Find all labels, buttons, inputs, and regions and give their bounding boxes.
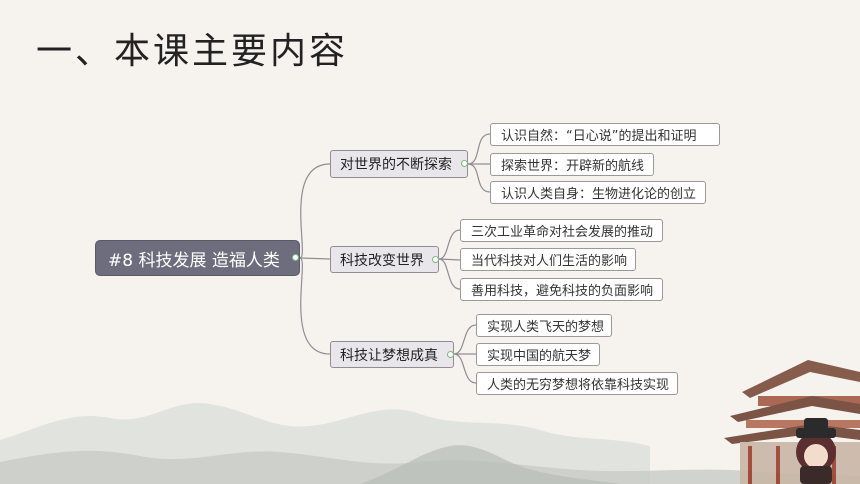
leaf-node: 认识人类自身：生物进化论的创立 xyxy=(490,181,706,204)
connector-dot xyxy=(292,254,299,261)
leaf-node: 实现人类飞天的梦想 xyxy=(476,314,612,337)
connector-dot xyxy=(432,256,439,263)
leaf-node: 实现中国的航天梦 xyxy=(476,343,600,366)
page-title: 一、本课主要内容 xyxy=(36,31,349,72)
leaf-node: 三次工业革命对社会发展的推动 xyxy=(460,219,663,242)
leaf-node: 当代科技对人们生活的影响 xyxy=(460,248,636,271)
mindmap-root: #8 科技发展 造福人类 xyxy=(95,240,300,276)
leaf-node: 探索世界：开辟新的航线 xyxy=(490,153,654,176)
branch-explore-world: 对世界的不断探索 xyxy=(330,150,468,178)
leaf-node: 认识自然：“日心说”的提出和证明 xyxy=(490,123,720,146)
connector-dot xyxy=(461,160,468,167)
branch-tech-changes-world: 科技改变世界 xyxy=(330,246,439,273)
character-illustration xyxy=(796,418,836,484)
leaf-node: 善用科技，避免科技的负面影响 xyxy=(460,278,663,301)
connector-dot xyxy=(447,351,454,358)
branch-tech-dreams: 科技让梦想成真 xyxy=(330,341,454,368)
leaf-node: 人类的无穷梦想将依靠科技实现 xyxy=(476,372,678,395)
